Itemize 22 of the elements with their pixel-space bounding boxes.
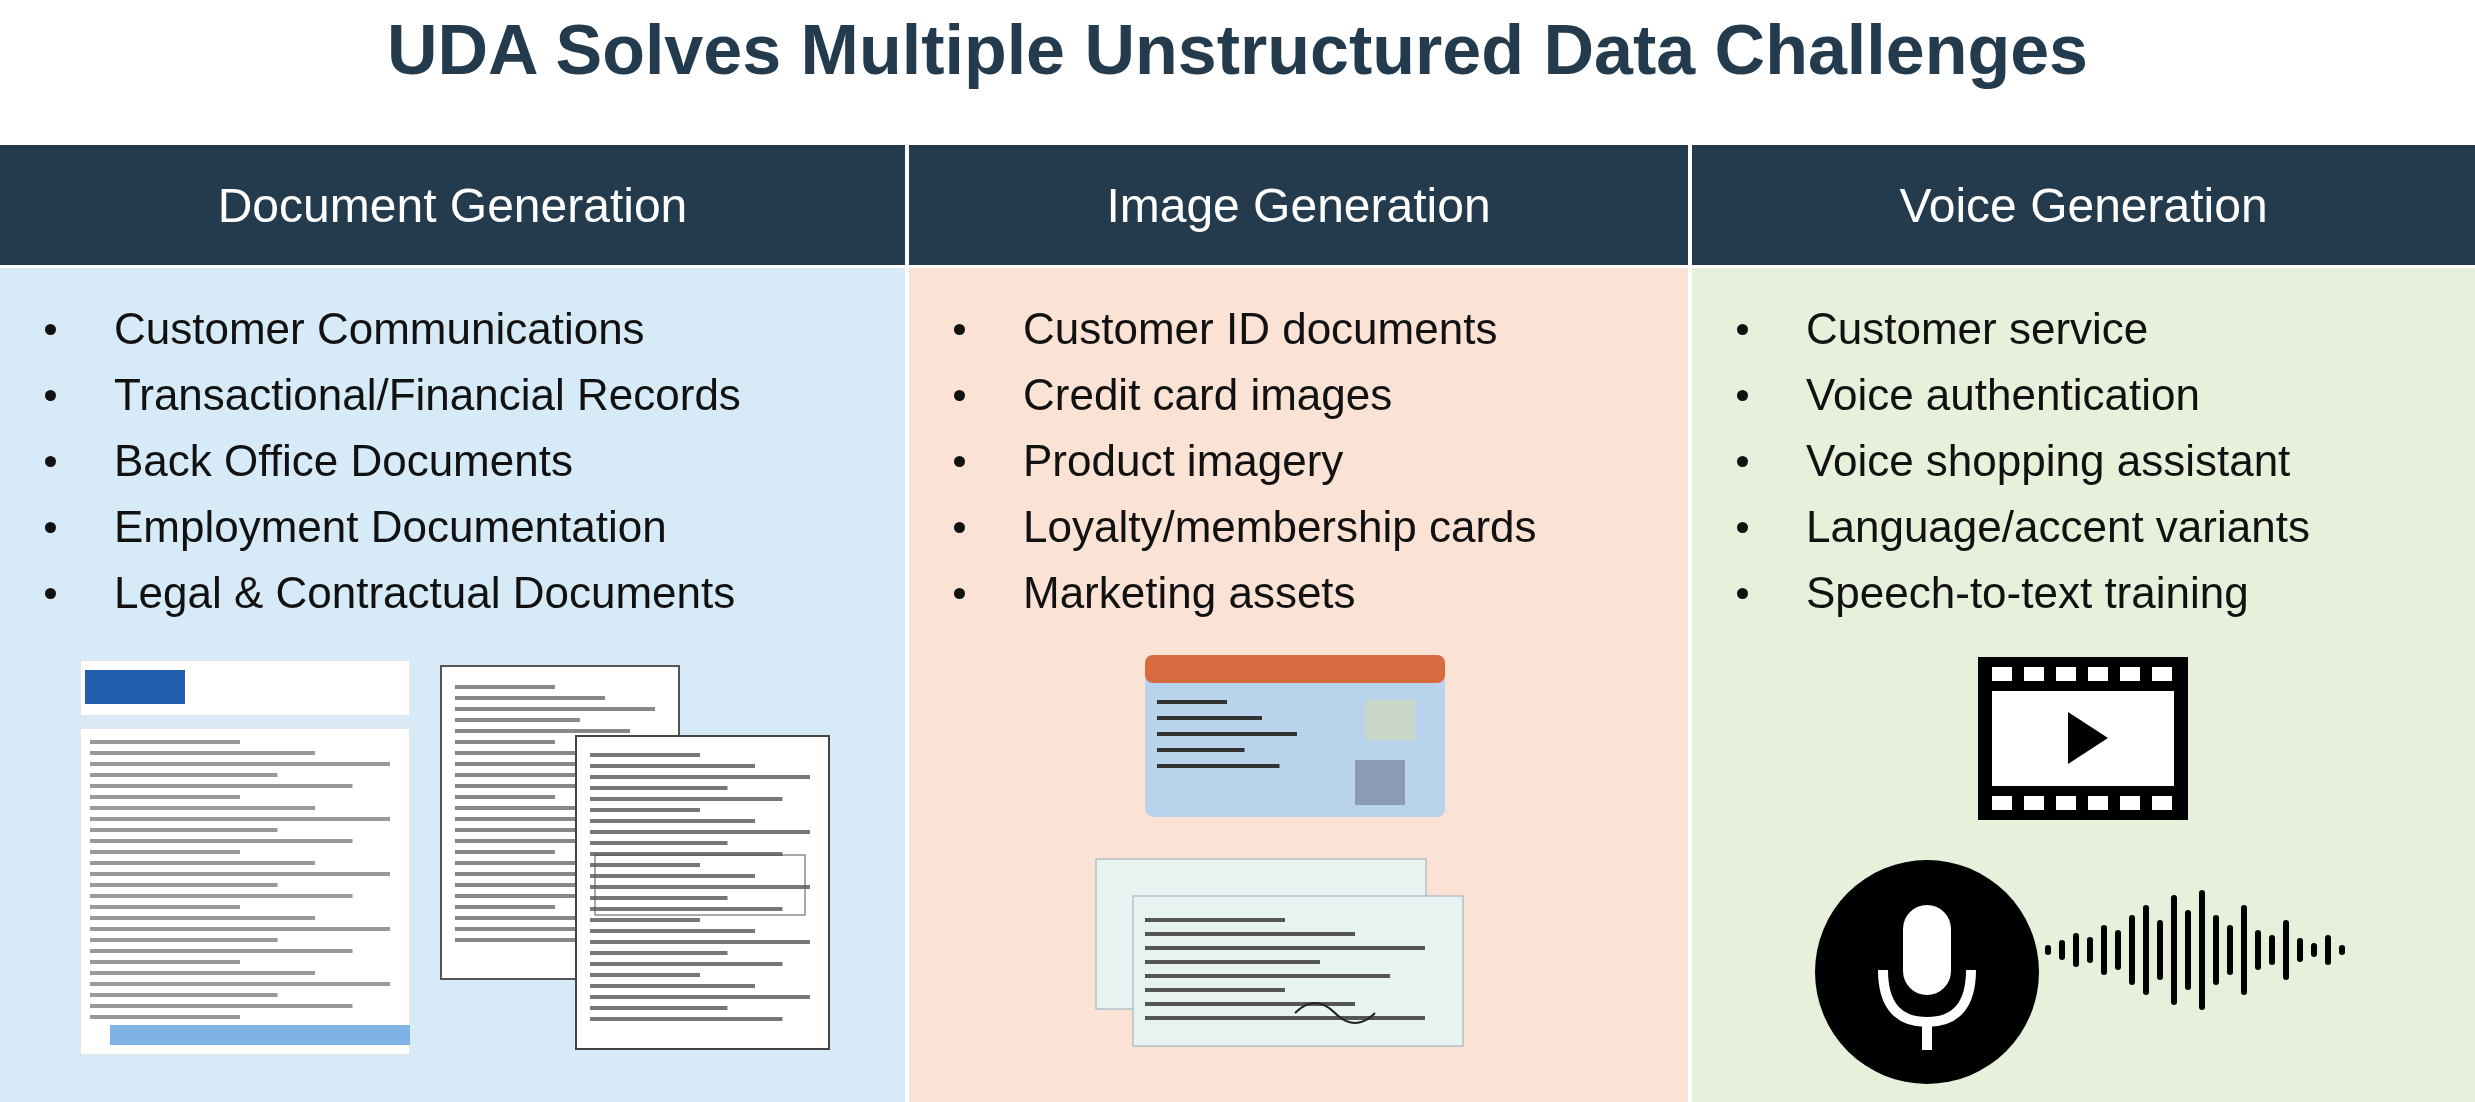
header-band xyxy=(1692,145,2475,265)
bullet-item: Customer ID documents xyxy=(1023,304,1498,354)
bullet-item: Loyalty/membership cards xyxy=(1023,502,1537,552)
bullet-item: Marketing assets xyxy=(1023,568,1356,618)
column-heading: Image Generation xyxy=(1106,177,1491,233)
bullet-item: Customer service xyxy=(1806,304,2149,354)
column-heading: Document Generation xyxy=(217,177,688,233)
bullet-item: Legal & Contractual Documents xyxy=(114,568,736,618)
bullet-item: Employment Documentation xyxy=(114,502,667,552)
bullet-item: Voice authentication xyxy=(1806,370,2200,420)
bullet-item: Language/accent variants xyxy=(1806,502,2310,552)
bullet-item: Customer Communications xyxy=(114,304,645,354)
column-heading: Voice Generation xyxy=(1899,177,2268,233)
bullet-item: Back Office Documents xyxy=(114,436,573,486)
bullet-item: Speech-to-text training xyxy=(1806,568,2249,618)
title: UDA Solves Multiple Unstructured Data Challenges xyxy=(385,10,2090,90)
header-band xyxy=(909,145,1688,265)
bullet-item: Product imagery xyxy=(1023,436,1344,486)
header-band xyxy=(0,145,905,265)
bullet-item: Transactional/Financial Records xyxy=(114,370,741,420)
bullet-item: Credit card images xyxy=(1023,370,1393,420)
bullet-item: Voice shopping assistant xyxy=(1806,436,2291,486)
